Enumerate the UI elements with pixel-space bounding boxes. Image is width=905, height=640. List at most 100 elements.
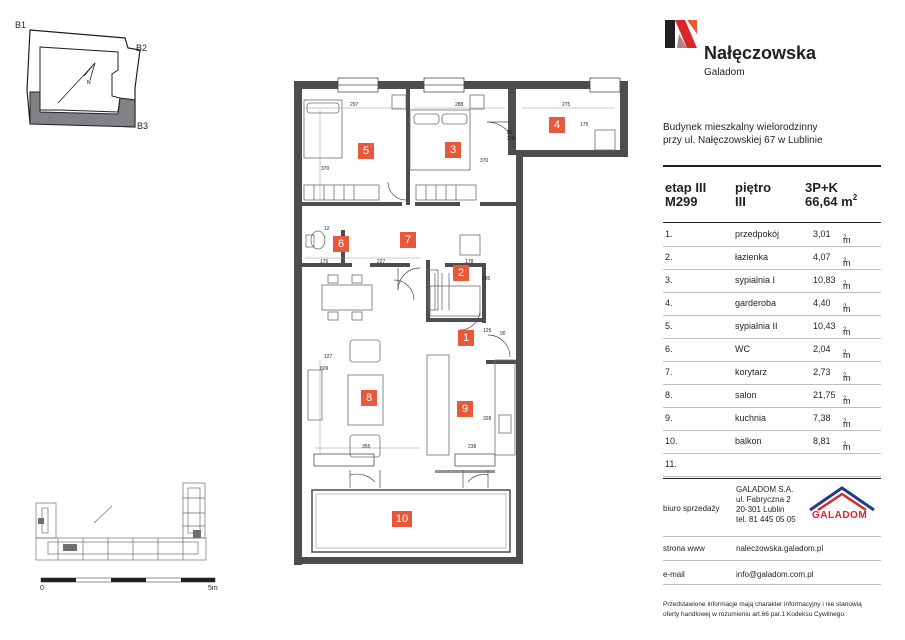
room-label-6: 6 bbox=[333, 236, 349, 252]
dim-370b: 370 bbox=[480, 158, 489, 164]
room-no: 9. bbox=[665, 413, 673, 423]
room-area: 8,81 bbox=[813, 436, 831, 446]
sales-street: ul. Fabryczna 2 bbox=[736, 495, 791, 504]
rooms-count: 3P+K bbox=[805, 180, 838, 195]
etap-label: etap III bbox=[665, 180, 707, 195]
email-label: e-mail bbox=[663, 570, 685, 579]
keyplan-b2: B2 bbox=[136, 43, 148, 53]
room-label-1: 1 bbox=[458, 330, 474, 346]
room-label-3: 3 bbox=[445, 142, 461, 158]
sales-city: 20-301 Lublin bbox=[736, 505, 785, 514]
dim-178: 178 bbox=[465, 259, 474, 265]
dim-176: 176 bbox=[320, 259, 329, 265]
web-divider bbox=[663, 536, 881, 537]
dim-328: 328 bbox=[483, 416, 492, 422]
floor-value: III bbox=[735, 194, 746, 209]
footer-divider bbox=[663, 584, 881, 585]
room-no: 4. bbox=[665, 298, 673, 308]
sales-company: GALADOM S.A. bbox=[736, 485, 794, 494]
dim-125: 125 bbox=[483, 328, 492, 334]
unit-area-exp: 2 bbox=[852, 193, 858, 202]
key-plan-drawing: N bbox=[26, 29, 141, 128]
room-area: 3,01 bbox=[813, 229, 831, 239]
disclaimer-line1: Przedstawione informacje mają charakter … bbox=[663, 601, 862, 608]
dimension-labels: 297 288 275 175 370 370 80 200 176 227 1… bbox=[320, 102, 589, 450]
room-no: 2. bbox=[665, 252, 673, 262]
room-area: 10,43 bbox=[813, 321, 836, 331]
room-name: korytarz bbox=[735, 367, 768, 377]
galadom-logo: GALADOM bbox=[808, 484, 876, 524]
dim-12: 12 bbox=[324, 226, 330, 232]
dim-80: 80 bbox=[507, 130, 513, 136]
brand-logo-icon bbox=[665, 20, 697, 48]
room-label-10: 10 bbox=[392, 511, 412, 527]
dim-355: 355 bbox=[362, 444, 371, 450]
dim-127: 127 bbox=[324, 354, 333, 360]
table-row: 11. bbox=[663, 453, 881, 477]
room-name: kuchnia bbox=[735, 413, 767, 423]
unit-area: 66,64 m2 bbox=[805, 193, 858, 209]
room-label-7: 7 bbox=[400, 232, 416, 248]
web-label: strona www bbox=[663, 544, 705, 553]
room-area: 7,38 bbox=[813, 413, 831, 423]
room-no: 8. bbox=[665, 390, 673, 400]
room-label-4: 4 bbox=[549, 117, 565, 133]
room-no: 11. bbox=[665, 459, 677, 469]
room-area: 2,73 bbox=[813, 367, 831, 377]
dim-297: 297 bbox=[350, 102, 359, 108]
sales-divider bbox=[663, 478, 881, 479]
room-name: garderoba bbox=[735, 298, 777, 308]
dim-295: 295 bbox=[482, 276, 491, 282]
site-plan: 0 5m bbox=[28, 478, 228, 592]
web-link[interactable]: naleczowska.galadom.pl bbox=[736, 544, 824, 553]
room-label-5: 5 bbox=[358, 143, 374, 159]
site-plan-drawing bbox=[35, 482, 216, 583]
email-divider bbox=[663, 560, 881, 561]
unit-area-value: 66,64 bbox=[805, 194, 838, 209]
dim-275: 275 bbox=[562, 102, 571, 108]
room-area: 2,04 bbox=[813, 344, 831, 354]
dim-227: 227 bbox=[377, 259, 386, 265]
scale-zero: 0 bbox=[40, 585, 44, 592]
brand-sub: Galadom bbox=[704, 67, 745, 78]
room-no: 10. bbox=[665, 436, 678, 446]
header-divider bbox=[663, 165, 881, 167]
dim-288: 288 bbox=[455, 102, 464, 108]
galadom-logo-text: GALADOM bbox=[812, 510, 868, 521]
room-name: sypialnia I bbox=[735, 275, 776, 285]
table-divider bbox=[663, 222, 881, 223]
room-area: 4,40 bbox=[813, 298, 831, 308]
room-no: 6. bbox=[665, 344, 673, 354]
dim-370: 370 bbox=[321, 166, 330, 172]
room-no: 5. bbox=[665, 321, 673, 331]
email-link[interactable]: info@galadom.com.pl bbox=[736, 570, 814, 579]
unit-area-unit: m bbox=[841, 194, 853, 209]
svg-text:N: N bbox=[87, 80, 91, 86]
keyplan-b3: B3 bbox=[137, 121, 149, 131]
room-name: łazienka bbox=[735, 252, 769, 262]
room-no: 3. bbox=[665, 275, 673, 285]
disclaimer-line2: oferty handlowej w rozumieniu art.66 par… bbox=[663, 611, 846, 618]
room-name: balkon bbox=[735, 436, 762, 446]
keyplan-b1: B1 bbox=[15, 20, 27, 30]
room-name: salon bbox=[735, 390, 757, 400]
floor-label: piętro bbox=[735, 180, 772, 195]
dim-609: 609 bbox=[320, 366, 329, 372]
sales-label: biuro sprzedaży bbox=[663, 504, 720, 513]
room-area: 4,07 bbox=[813, 252, 831, 262]
building-line1: Budynek mieszkalny wielorodzinny bbox=[663, 122, 818, 133]
galadom-roof-icon bbox=[809, 486, 875, 512]
scale-five: 5m bbox=[208, 585, 218, 592]
room-name: przedpokój bbox=[735, 229, 780, 239]
dim-175: 175 bbox=[580, 122, 589, 128]
room-name: WC bbox=[735, 344, 750, 354]
room-name: sypialnia II bbox=[735, 321, 778, 331]
floor-plan-drawing: 297 288 275 175 370 370 80 200 176 227 1… bbox=[294, 77, 628, 565]
